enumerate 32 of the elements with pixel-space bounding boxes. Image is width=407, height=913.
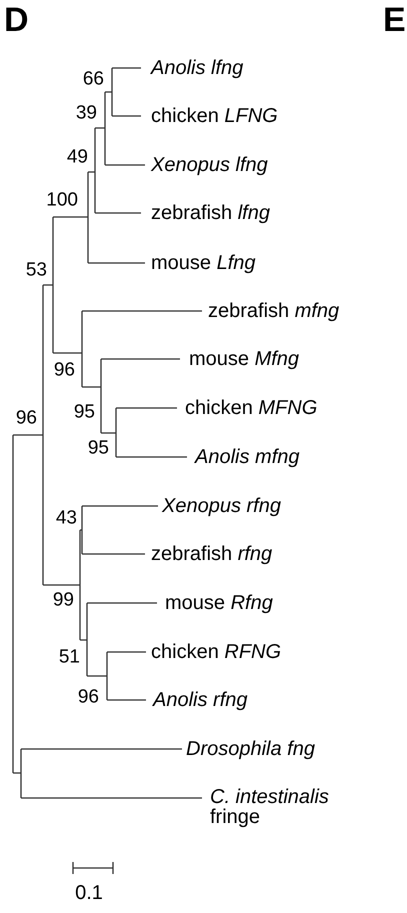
taxon-label: mouse Lfng (151, 253, 256, 273)
taxon-label: zebrafish rfng (151, 544, 272, 564)
taxon-label: zebrafish mfng (208, 301, 340, 321)
taxon-label: Drosophila fng (186, 739, 315, 759)
taxon-label: chicken RFNG (151, 642, 282, 662)
bootstrap-value: 100 (46, 190, 78, 210)
taxon-label: C. intestinalis fringe (210, 787, 330, 827)
taxon-label: chicken MFNG (185, 398, 318, 418)
bootstrap-value: 53 (26, 260, 47, 280)
bootstrap-value: 96 (78, 688, 99, 706)
bootstrap-value: 96 (54, 360, 75, 380)
taxon-label: Anolis rfng (153, 690, 248, 710)
taxon-label: mouse Mfng (189, 349, 300, 369)
bootstrap-value: 66 (82, 70, 104, 88)
taxon-label: zebrafish lfng (151, 203, 270, 223)
bootstrap-value: 51 (58, 648, 80, 666)
taxon-label: Xenopus lfng (151, 155, 268, 175)
bootstrap-value: 39 (76, 104, 97, 122)
bootstrap-value: 95 (74, 402, 95, 422)
scale-value: 0.1 (75, 883, 103, 903)
panel-letter: D (4, 3, 29, 37)
bootstrap-value: 43 (56, 508, 77, 528)
taxon-label: Xenopus rfng (162, 496, 281, 516)
taxon-label: mouse Rfng (165, 593, 273, 613)
taxon-label: Anolis lfng (151, 58, 244, 78)
taxon-label: Anolis mfng (195, 447, 300, 467)
bootstrap-value: 96 (16, 408, 37, 428)
taxon-label: chicken LFNG (151, 106, 278, 126)
bootstrap-value: 99 (52, 590, 74, 610)
panel-letter: E (383, 3, 406, 37)
bootstrap-value: 95 (88, 438, 109, 458)
bootstrap-value: 49 (66, 148, 88, 166)
